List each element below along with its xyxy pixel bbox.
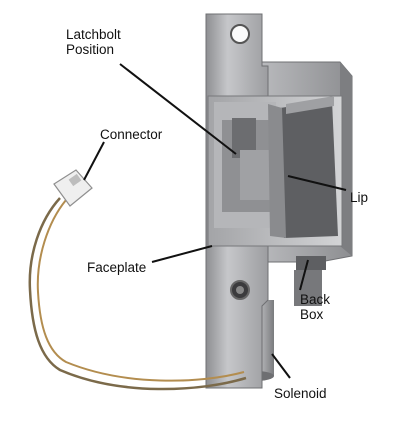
faceplate-label: Faceplate (87, 260, 147, 275)
solenoid-label: Solenoid (274, 386, 327, 401)
back-box-leader-line (299, 259, 309, 291)
connector (28, 169, 247, 391)
latchbolt-label-line1: Latchbolt (66, 27, 121, 42)
back-box-label-line1: Back (300, 292, 331, 307)
leader-lines (83, 63, 347, 379)
solenoid-leader-line (271, 353, 291, 379)
latchbolt-label-line2: Position (66, 42, 115, 57)
connector-label: Connector (100, 127, 163, 142)
latchbolt-position-label: Latchbolt Position (66, 27, 121, 57)
back-box-label: Back Box (300, 292, 330, 322)
lip (268, 96, 338, 238)
lip-leader-line (287, 175, 347, 191)
top-screw-hole-icon (230, 24, 250, 44)
latchbolt-leader-line (119, 63, 237, 155)
faceplate-leader-line (151, 245, 213, 263)
connector-leader-line (83, 141, 105, 181)
back-box-label-line2: Box (300, 307, 324, 322)
lip-label: Lip (350, 190, 369, 205)
